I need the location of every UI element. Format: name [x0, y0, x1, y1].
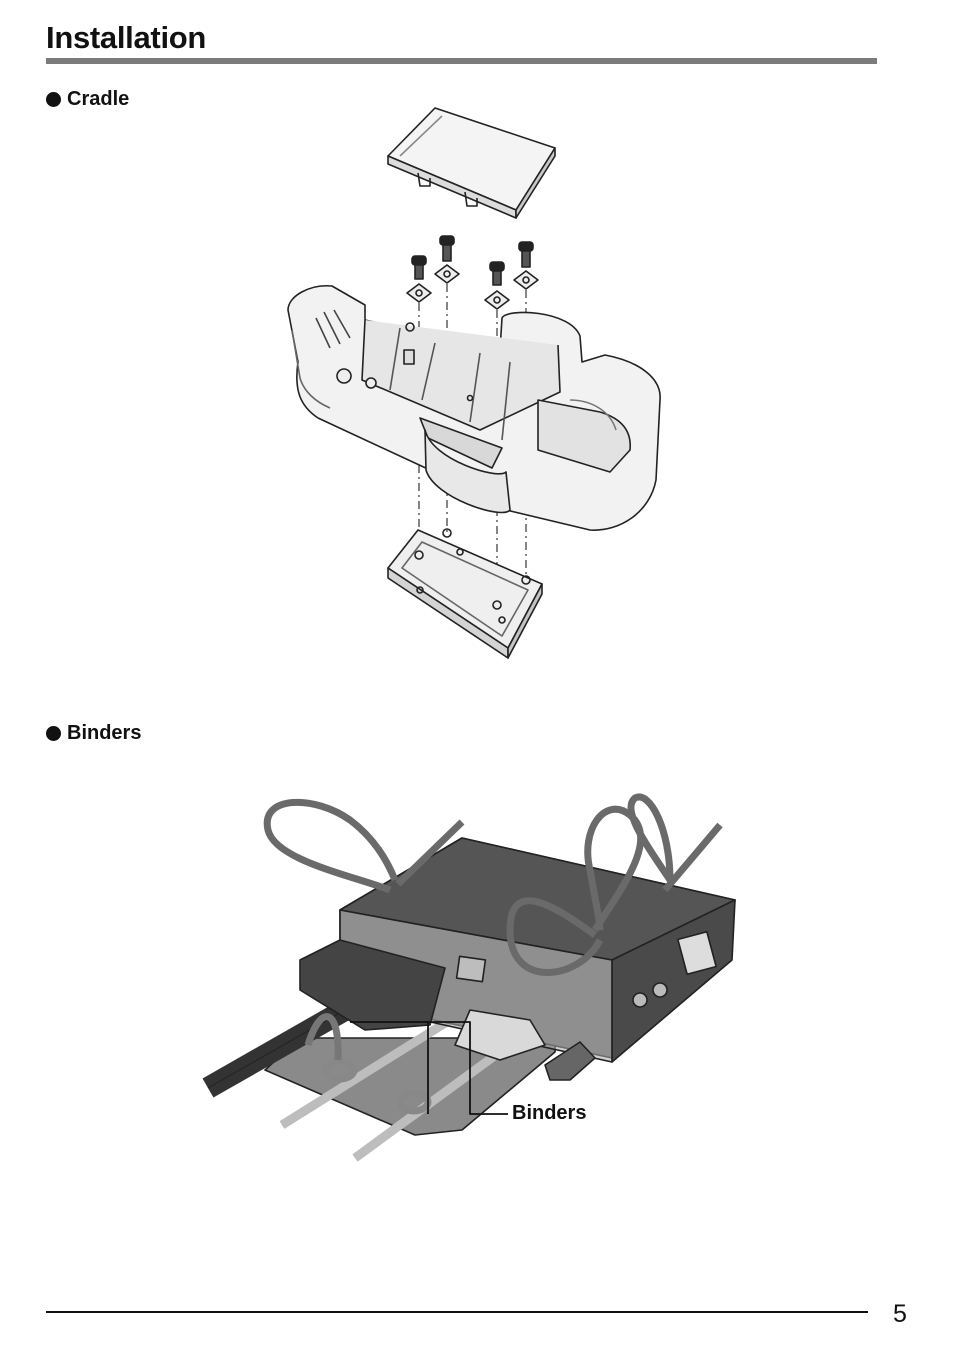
cradle-base-plate — [388, 529, 542, 658]
screw-icon — [435, 236, 459, 283]
footer-rule — [46, 1311, 868, 1313]
cradle-illustration — [270, 100, 690, 660]
section-heading-cradle: Cradle — [46, 88, 129, 111]
binders-illustration — [200, 790, 760, 1170]
bullet-icon — [46, 726, 61, 741]
screw-icon — [485, 262, 509, 309]
binders-callout-label: Binders — [512, 1102, 586, 1125]
cradle-cover — [388, 108, 555, 218]
page-title: Installation — [46, 20, 206, 56]
cradle-body — [288, 286, 660, 530]
title-rule — [46, 58, 877, 64]
screw-set — [407, 236, 538, 309]
section-heading-binders-label: Binders — [67, 722, 141, 745]
section-heading-cradle-label: Cradle — [67, 88, 129, 111]
screw-icon — [514, 242, 538, 289]
section-heading-binders: Binders — [46, 722, 141, 745]
page-number: 5 — [893, 1300, 907, 1329]
screw-icon — [407, 256, 431, 302]
bullet-icon — [46, 92, 61, 107]
